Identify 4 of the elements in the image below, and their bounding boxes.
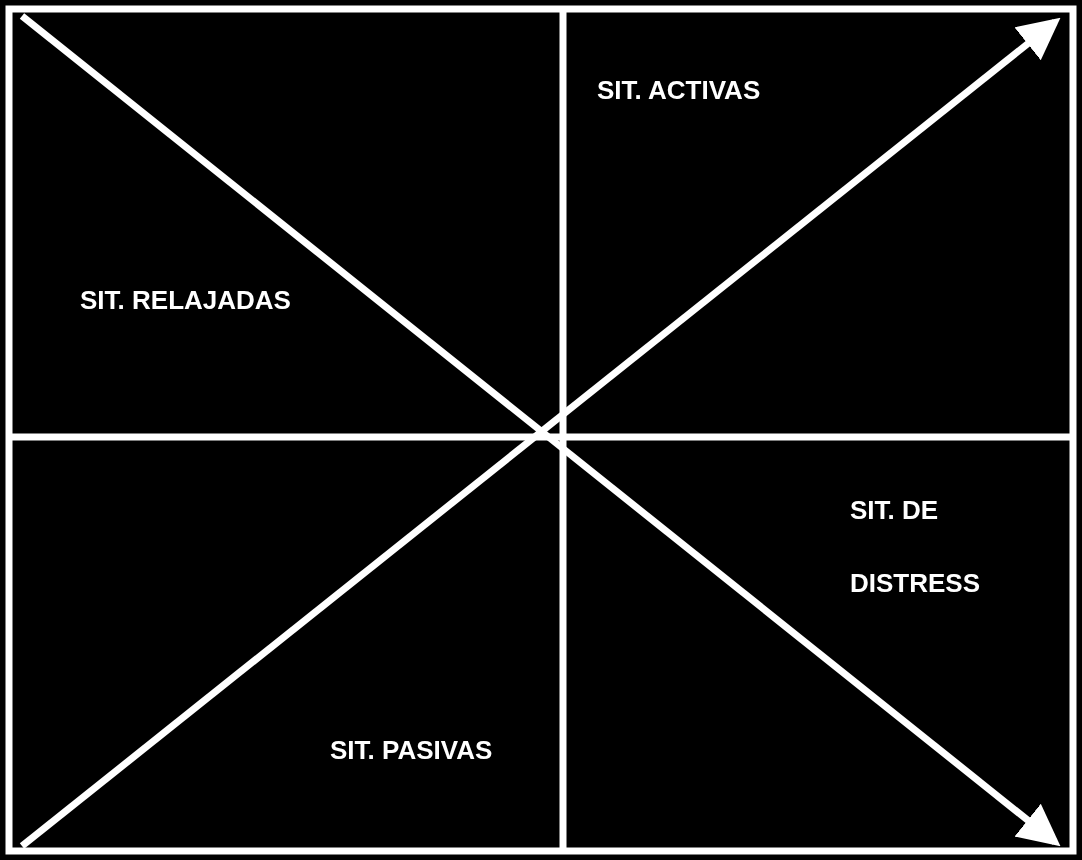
quadrant-label: SIT. ACTIVAS (597, 74, 762, 107)
quadrant-label: SIT. PASIVAS (330, 734, 494, 767)
quadrant-label: SIT. DE DISTRESS (850, 494, 982, 600)
quadrant-label: SIT. RELAJADAS (80, 284, 292, 317)
